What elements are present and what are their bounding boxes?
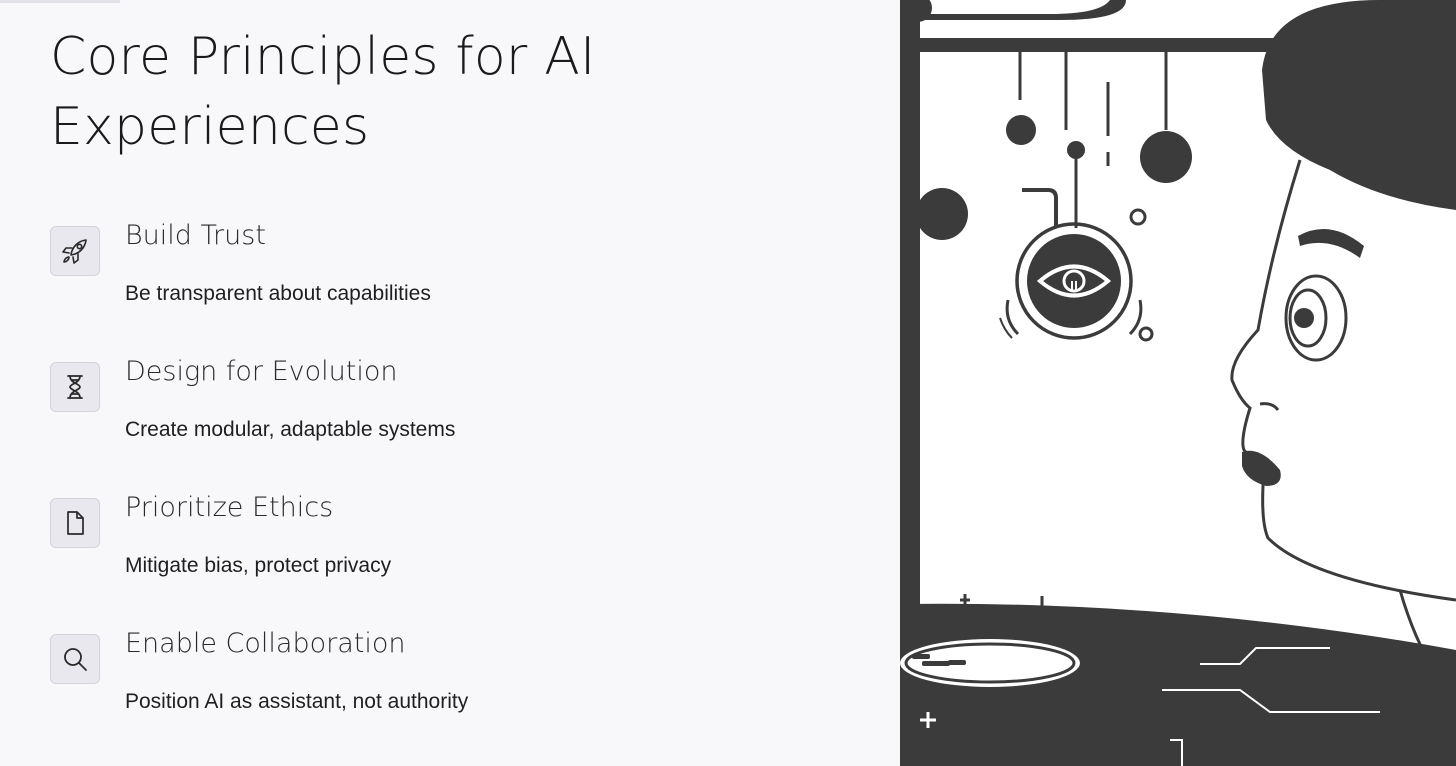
principle-description: Mitigate bias, protect privacy [125, 554, 392, 577]
hanging-ball [916, 188, 968, 240]
principle-prioritize-ethics: Prioritize Ethics Mitigate bias, protect… [50, 492, 750, 608]
principles-panel: Core Principles for AI Experiences Build… [50, 27, 750, 744]
principle-enable-collaboration: Enable Collaboration Position AI as assi… [50, 628, 750, 744]
illustration-panel [900, 0, 1456, 766]
frame-post-left [900, 0, 920, 766]
document-icon [50, 498, 100, 548]
frame-bar-top [900, 38, 1280, 52]
hanging-ball [1006, 115, 1036, 145]
principle-title: Design for Evolution [125, 356, 398, 387]
eyebrow [1298, 228, 1364, 258]
search-icon [50, 634, 100, 684]
disc-highlight [900, 639, 1080, 687]
face-profile-illustration [900, 0, 1456, 766]
top-edge-strip [0, 0, 120, 3]
eye-device-core [1027, 234, 1121, 328]
face-outline [1230, 159, 1456, 602]
principle-title: Prioritize Ethics [125, 492, 334, 523]
principle-title: Enable Collaboration [125, 628, 406, 659]
principle-design-for-evolution: Design for Evolution Create modular, ada… [50, 356, 750, 472]
principle-build-trust: Build Trust Be transparent about capabil… [50, 220, 750, 336]
principle-title: Build Trust [125, 220, 266, 251]
hourglass-icon [50, 362, 100, 412]
principle-description: Be transparent about capabilities [125, 282, 431, 305]
page-title: Core Principles for AI Experiences [50, 27, 596, 157]
eye-symbol-icon [1036, 264, 1112, 298]
top-disc [906, 0, 1126, 20]
principle-description: Create modular, adaptable systems [125, 418, 456, 441]
face-eye [1284, 274, 1348, 362]
rocket-icon [50, 226, 100, 276]
hair [1262, 0, 1456, 210]
hanging-ball [1140, 131, 1192, 183]
eye-device-ring [1015, 222, 1133, 340]
principle-description: Position AI as assistant, not authority [125, 690, 469, 713]
top-knob [904, 0, 932, 22]
lips [1242, 450, 1281, 486]
